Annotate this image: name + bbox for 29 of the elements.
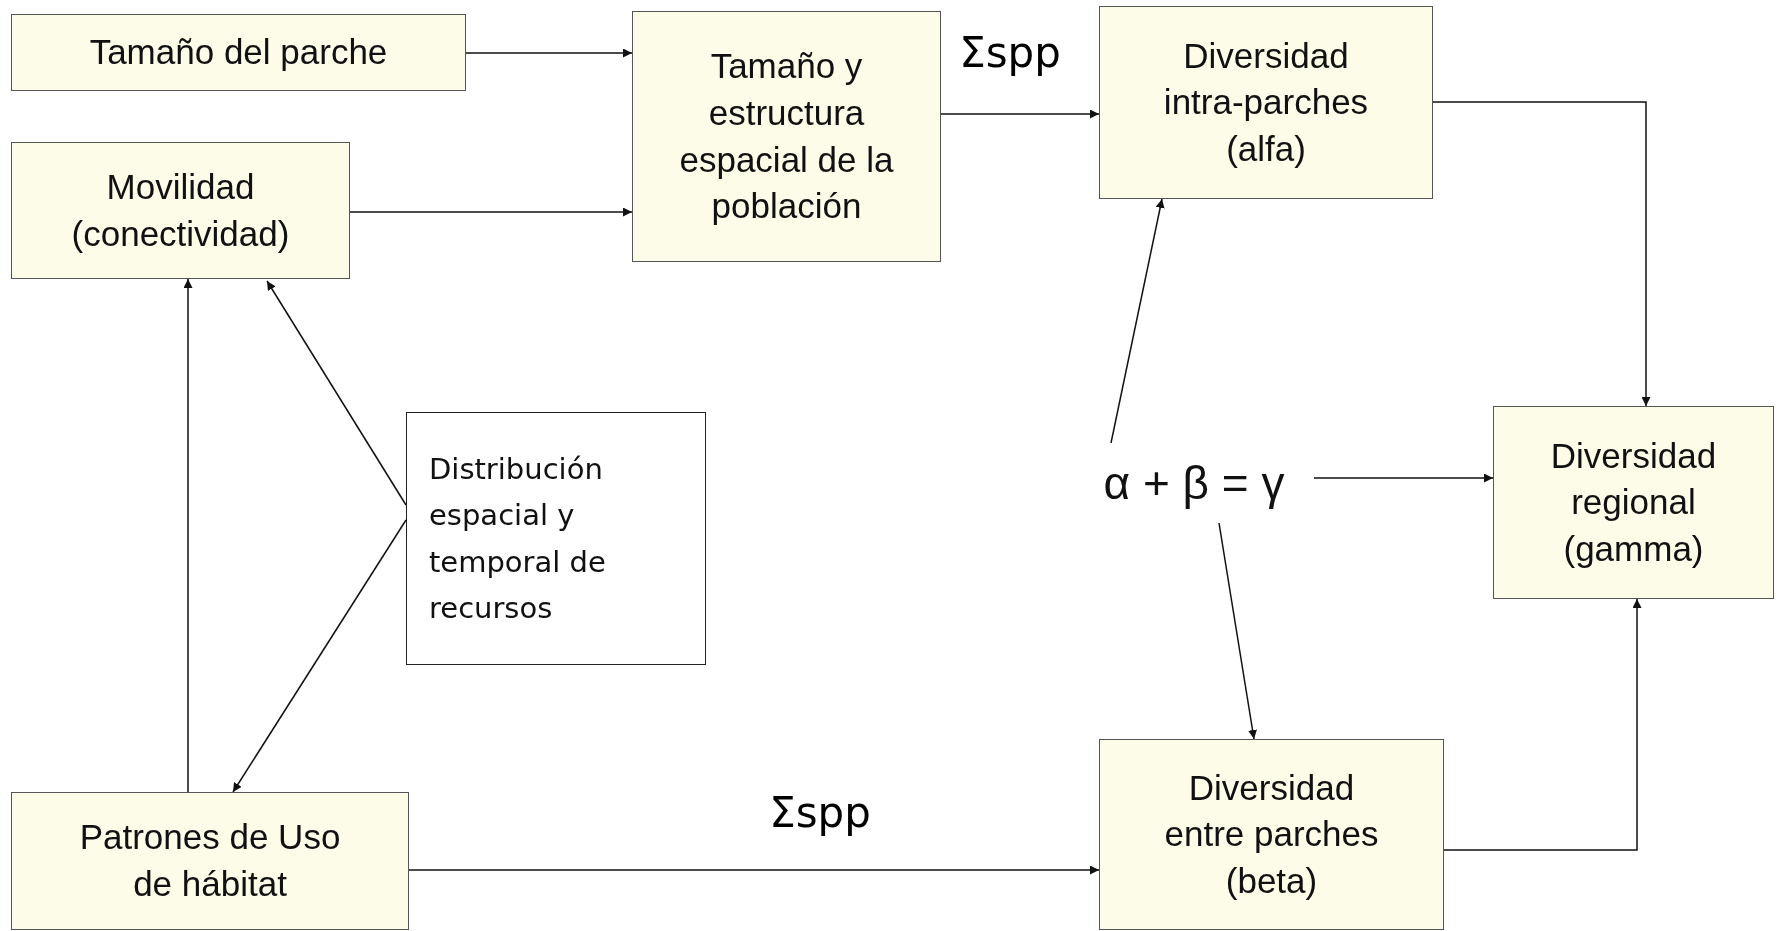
arrow (1313, 473, 1494, 483)
box-text: Movilidad (conectividad) (70, 165, 291, 255)
arrow (183, 278, 193, 793)
box-text: Patrones de Uso de hábitat (78, 816, 342, 905)
formula-text: α + β = γ (1074, 443, 1314, 523)
box-text: Distribución espacial y temporal de recursos (429, 450, 607, 627)
text-box (11, 14, 466, 91)
arrow (1443, 598, 1642, 851)
box-text: Diversidad regional (gamma) (1549, 434, 1718, 570)
arrow (1218, 522, 1257, 740)
box-text: Tamaño del parche (89, 31, 388, 74)
arrow (408, 865, 1100, 875)
box-text: Diversidad intra-parches (alfa) (1162, 34, 1370, 170)
text-box (406, 412, 706, 665)
arrow (1432, 101, 1651, 407)
arrow (1110, 198, 1165, 444)
box-text: Tamaño y estructura espacial de la población (678, 45, 895, 228)
text-box (1099, 739, 1444, 930)
arrow (940, 109, 1100, 119)
arrow (266, 280, 407, 506)
text-box (632, 11, 941, 262)
text-box (1099, 6, 1433, 199)
text-box (11, 792, 409, 930)
arrow (232, 519, 407, 793)
text-box (11, 142, 350, 279)
text-box (1493, 406, 1774, 599)
arrow (349, 207, 633, 217)
box-text: Diversidad entre parches (beta) (1163, 766, 1380, 902)
arrow (465, 48, 633, 58)
